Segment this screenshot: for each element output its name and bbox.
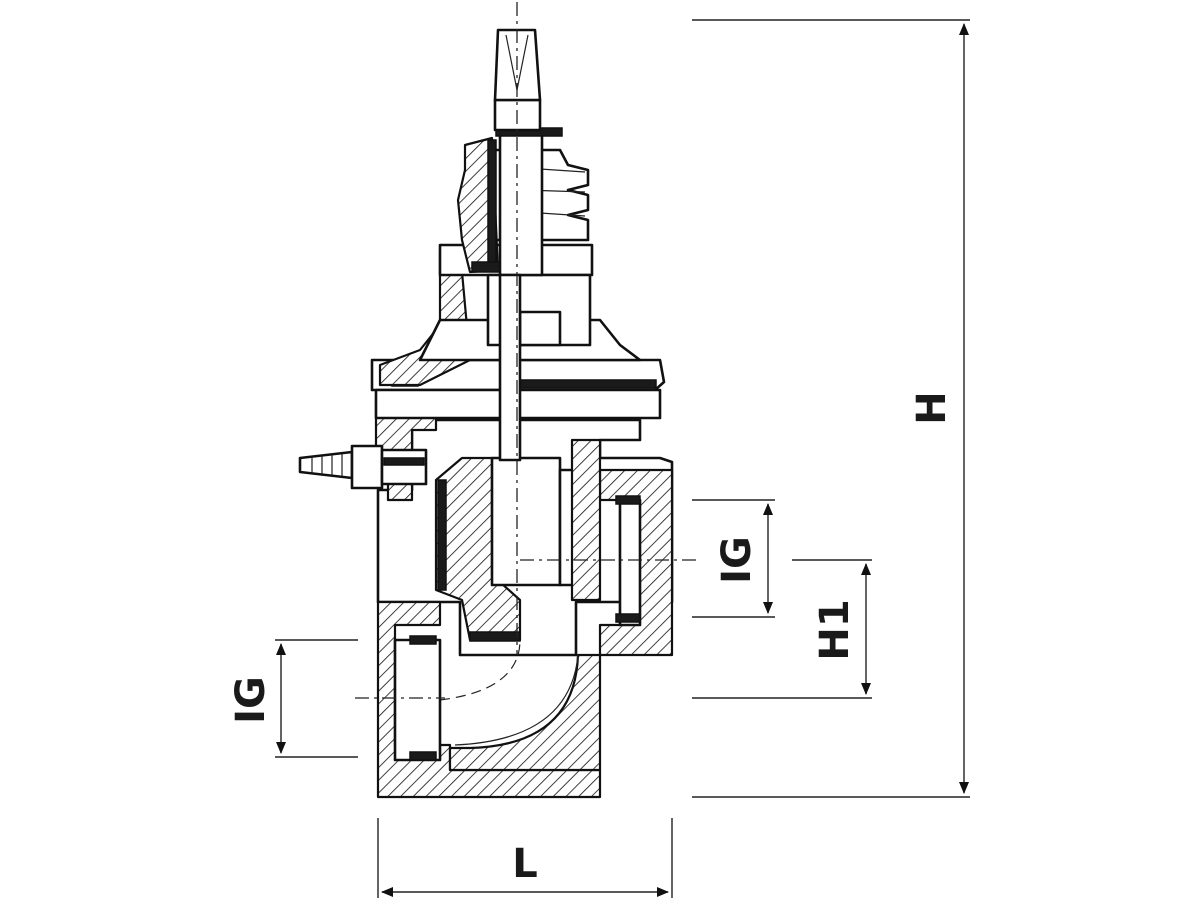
label-H1: H1 bbox=[812, 599, 858, 660]
dimension-L: L bbox=[377, 818, 673, 898]
label-L: L bbox=[512, 841, 538, 887]
valve-body bbox=[298, 393, 674, 799]
label-IG-outlet: IG bbox=[714, 536, 760, 584]
valve-head bbox=[438, 28, 594, 462]
drain-nipple bbox=[298, 444, 428, 490]
dimension-H: H bbox=[692, 19, 970, 798]
label-H: H bbox=[909, 391, 955, 424]
label-IG-inlet: IG bbox=[228, 676, 274, 724]
dimension-IG-outlet: IG bbox=[692, 499, 775, 618]
dimension-IG-inlet: IG bbox=[228, 639, 358, 758]
dimension-H1: H1 bbox=[692, 559, 872, 699]
